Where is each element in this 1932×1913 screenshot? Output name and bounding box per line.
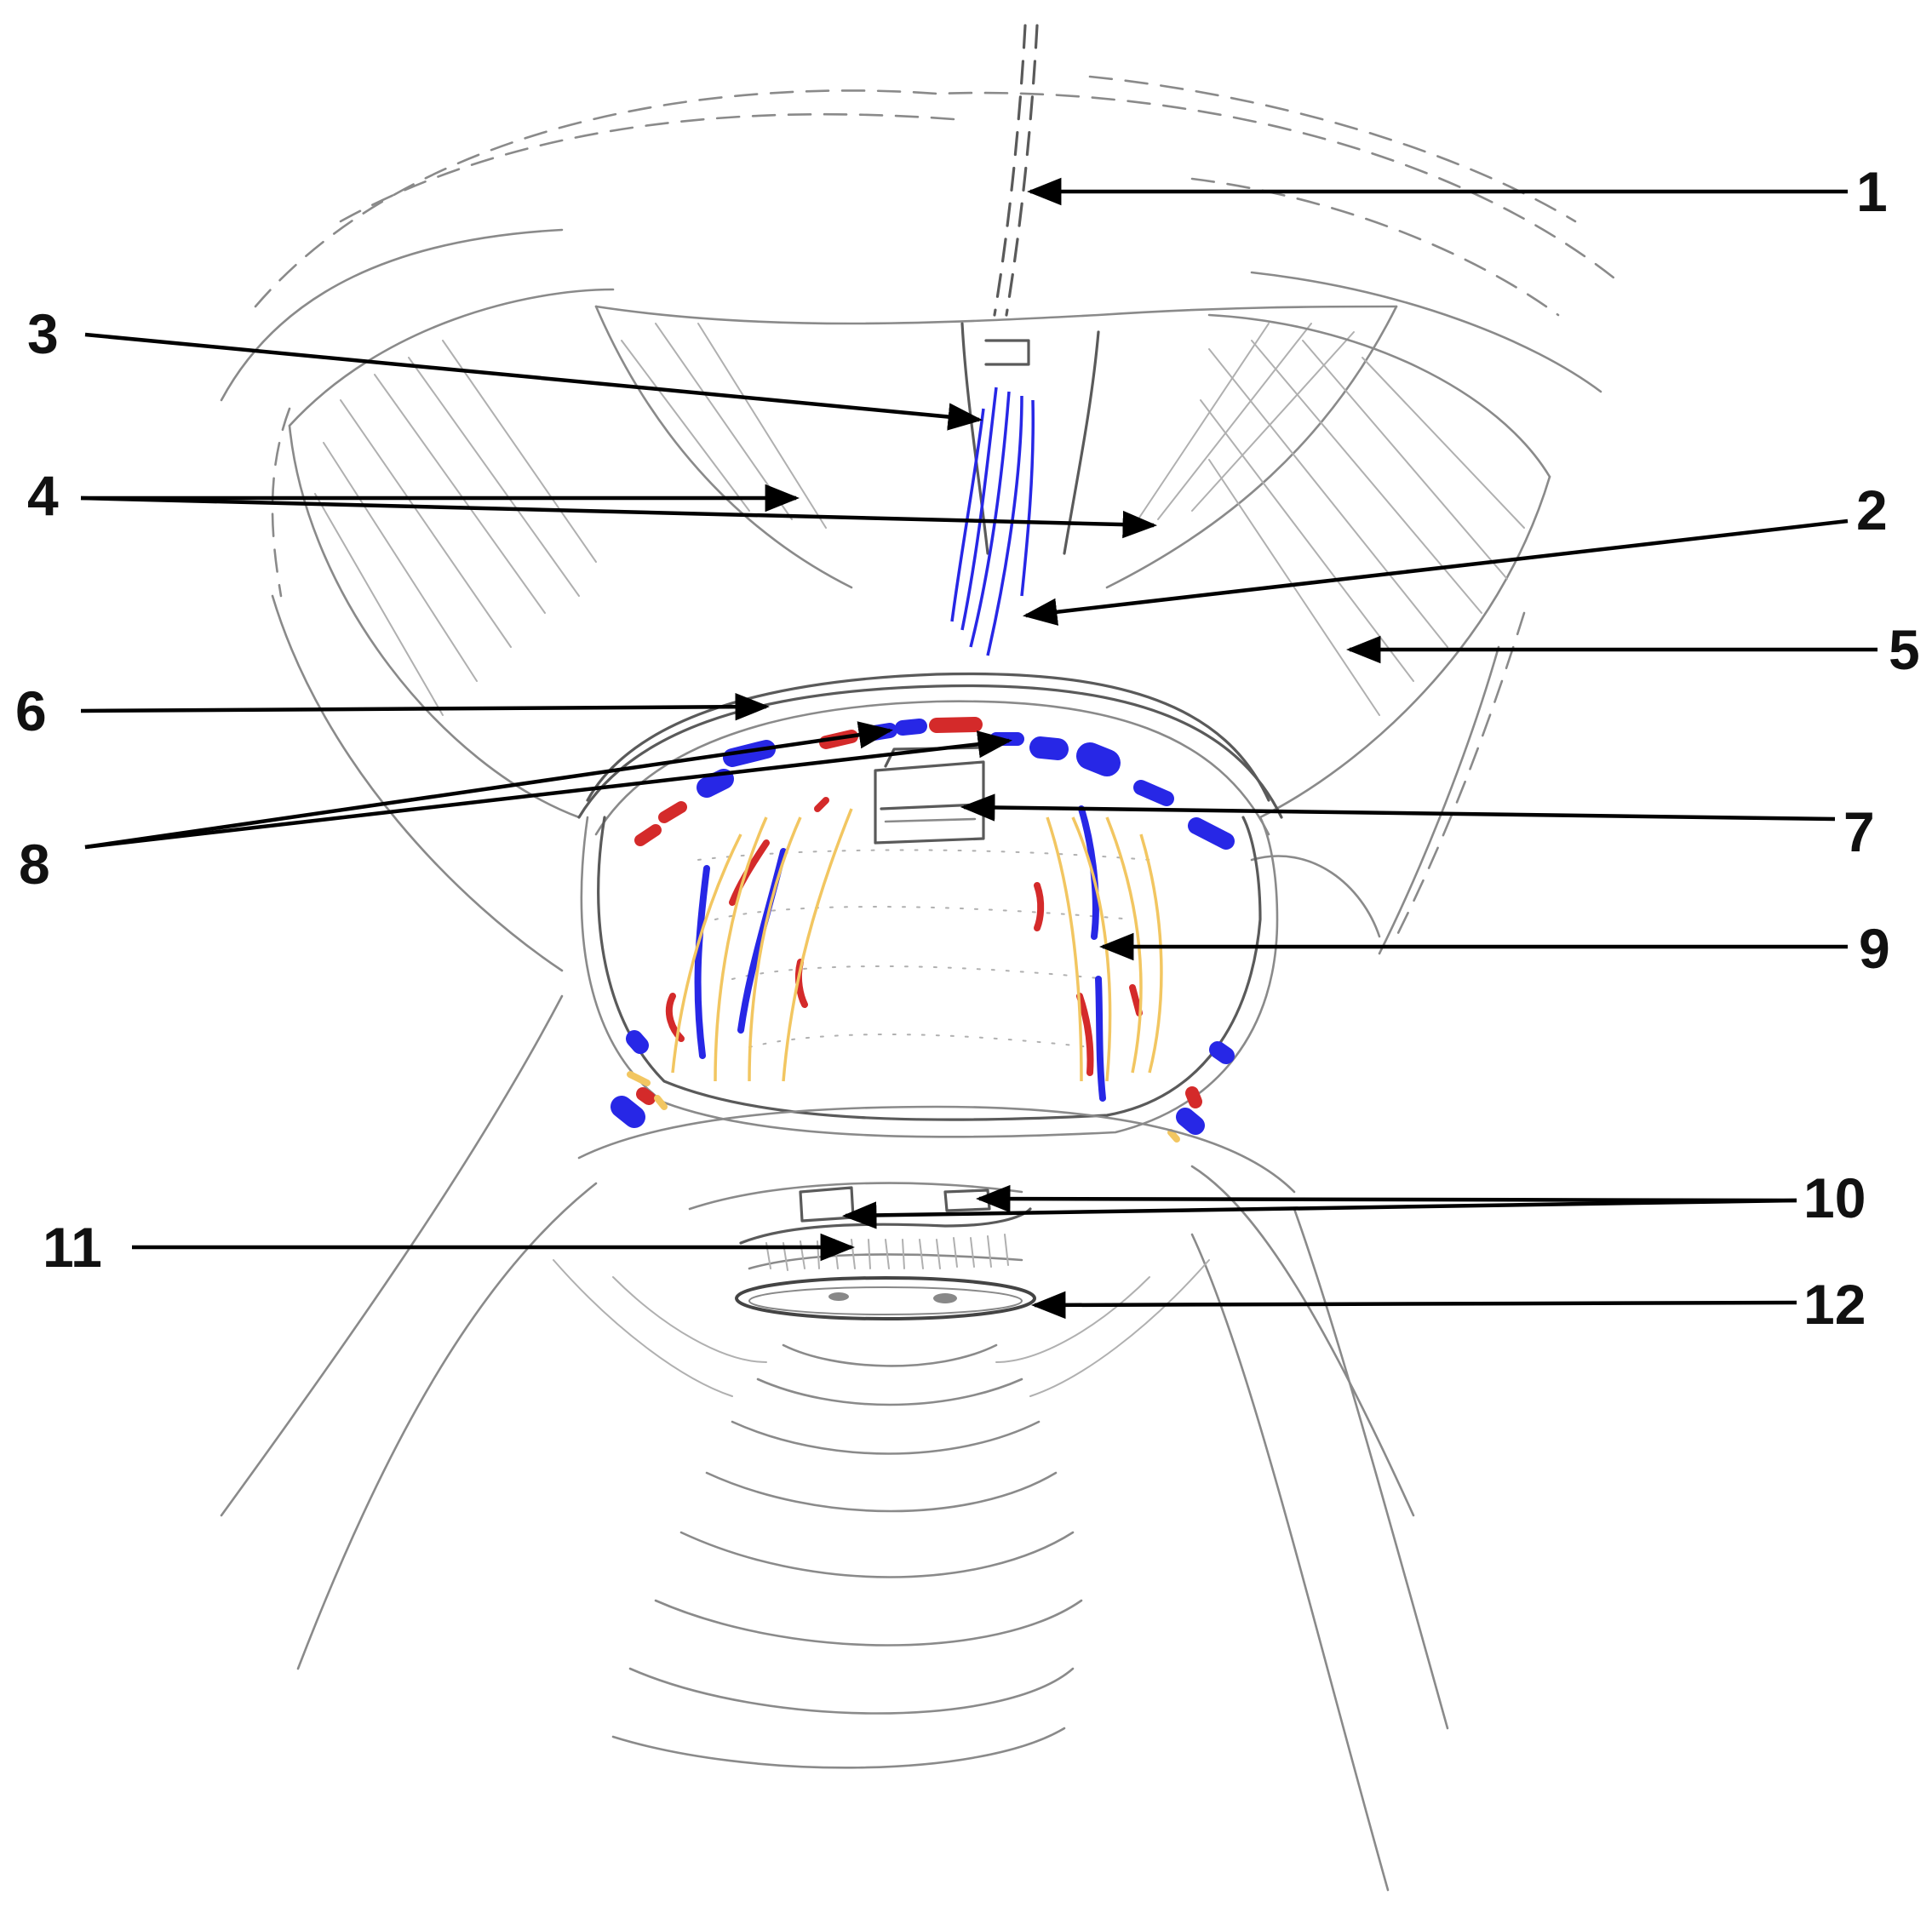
label-12: 12 — [1803, 1273, 1866, 1336]
vein-line — [950, 408, 985, 622]
vein-segment — [1188, 817, 1235, 850]
artery-segment — [658, 801, 687, 823]
nerve-line — [714, 816, 768, 1082]
vein-line — [694, 865, 710, 1059]
vein-line — [1095, 976, 1106, 1102]
artery-line — [814, 797, 829, 812]
outer-skin-contours — [220, 75, 1620, 1892]
vein-line — [1020, 399, 1035, 597]
label-4: 4 — [27, 464, 59, 527]
leader-3 — [84, 332, 983, 431]
leader-4b — [80, 495, 1158, 539]
label-6: 6 — [15, 679, 47, 742]
label-2: 2 — [1856, 478, 1888, 541]
bulbospongiosus-muscle — [594, 305, 1398, 589]
label-5: 5 — [1889, 618, 1920, 681]
vein-segment — [1176, 1108, 1205, 1135]
anal-orifice — [735, 1276, 1036, 1320]
vessels — [611, 387, 1235, 1143]
nerve-line — [748, 816, 802, 1082]
vein-segment — [1076, 742, 1121, 776]
vein-segment — [1209, 1041, 1235, 1064]
label-9: 9 — [1859, 917, 1890, 980]
vein-segment — [697, 769, 734, 798]
nerve-line — [627, 1071, 651, 1086]
vein-segment — [1029, 736, 1069, 760]
artery-segment — [636, 1087, 656, 1105]
leader-6 — [80, 693, 771, 721]
leader-lines — [80, 177, 1878, 1320]
nerve-line — [654, 1095, 668, 1110]
nerve-line — [1046, 816, 1083, 1082]
label-10: 10 — [1803, 1166, 1866, 1229]
vein-line — [960, 387, 998, 631]
vein-segment — [626, 1030, 649, 1054]
leader-8b — [84, 730, 1013, 850]
artery-line — [1129, 984, 1143, 1017]
leader-7 — [960, 793, 1836, 822]
leader-2 — [1022, 518, 1849, 626]
artery-line — [665, 993, 685, 1042]
nerve-line — [782, 808, 853, 1082]
vein-line — [986, 395, 1023, 656]
leader-10a — [841, 1198, 1797, 1229]
artery-segment — [634, 824, 662, 846]
artery-segment — [1185, 1086, 1202, 1108]
nerve-line — [1167, 1129, 1180, 1143]
label-8: 8 — [19, 833, 50, 896]
leader-12 — [1030, 1291, 1797, 1320]
vein-line — [969, 391, 1011, 648]
artery-line — [1076, 993, 1094, 1076]
lower-region — [553, 1105, 1296, 1769]
artery-line — [729, 839, 770, 906]
label-3: 3 — [27, 302, 59, 365]
vein-segment — [895, 719, 927, 736]
vein-segment — [1133, 780, 1174, 806]
leader-8a — [84, 721, 894, 850]
numeric-labels: 1 2 3 4 5 6 7 8 9 10 11 12 — [15, 160, 1920, 1336]
artery-line — [1034, 882, 1045, 931]
label-1: 1 — [1856, 160, 1888, 223]
deep-perineal-pouch — [577, 672, 1283, 836]
nerve-line — [1139, 833, 1163, 1074]
label-7: 7 — [1843, 800, 1875, 863]
nerve-line — [671, 833, 742, 1074]
vein-segment — [611, 1096, 645, 1128]
label-11: 11 — [43, 1216, 102, 1279]
leader-10b — [975, 1184, 1797, 1213]
ischiocavernosus-right — [1200, 313, 1551, 955]
